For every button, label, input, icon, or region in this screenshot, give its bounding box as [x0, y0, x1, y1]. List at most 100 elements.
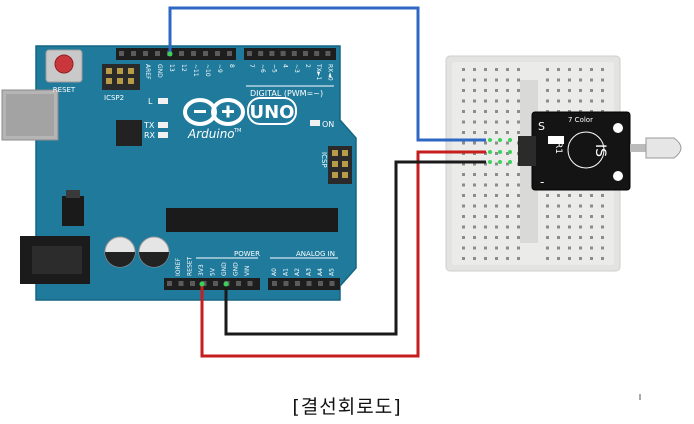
module-mark: IS: [592, 144, 608, 157]
breadboard-hole: [517, 68, 520, 71]
breadboard-hole: [473, 141, 476, 145]
breadboard-hole: [579, 68, 582, 71]
breadboard-hole: [579, 204, 582, 208]
breadboard-hole: [462, 99, 465, 103]
analog-header: [268, 278, 340, 290]
breadboard-hole: [495, 225, 498, 229]
pin-hole: [143, 51, 148, 56]
breadboard-hole: [601, 99, 604, 103]
connection-dot: [498, 138, 502, 142]
breadboard-hole: [506, 225, 509, 229]
breadboard-hole: [557, 246, 560, 250]
digital-label: DIGITAL (PWM=~): [250, 89, 323, 98]
pin-hole: [314, 51, 320, 56]
breadboard-hole: [517, 89, 520, 92]
breadboard-hole: [484, 78, 487, 82]
breadboard-hole: [506, 173, 509, 176]
breadboard-hole: [462, 183, 465, 187]
breadboard-hole: [557, 204, 560, 208]
pin-hole: [258, 51, 264, 56]
breadboard-hole: [462, 225, 465, 229]
analog-pin-label: A3: [306, 268, 313, 276]
digital-pin-label: RX◄0: [326, 64, 333, 81]
breadboard-hole: [557, 99, 560, 103]
wires: [167, 6, 512, 358]
digital-pin-label: 12: [180, 64, 187, 72]
breadboard-hole: [484, 162, 487, 166]
breadboard-hole: [473, 99, 476, 103]
connection-dots: [167, 51, 512, 287]
digital-pin-label: 2: [304, 64, 311, 68]
breadboard-hole: [517, 194, 520, 197]
reset-button[interactable]: [54, 54, 74, 74]
breadboard-hole: [557, 78, 560, 82]
breadboard-hole: [462, 162, 465, 166]
icsp-pin: [332, 172, 338, 178]
breadboard-hole: [590, 246, 593, 250]
pin-hole: [191, 51, 196, 56]
led-on: [310, 120, 320, 126]
pin-hole: [179, 51, 184, 56]
arduino-logo: [183, 98, 245, 126]
breadboard-hole: [484, 183, 487, 187]
breadboard-hole: [462, 131, 465, 134]
breadboard-hole: [484, 204, 487, 208]
breadboard-hole: [462, 204, 465, 208]
pin-hole: [131, 51, 136, 56]
breadboard-hole: [590, 236, 593, 239]
module-ref: R1: [553, 142, 563, 154]
analog-pin-label: A0: [271, 268, 278, 276]
pin-hole: [227, 51, 232, 56]
breadboard-hole: [546, 225, 549, 229]
breadboard-hole: [495, 162, 498, 166]
breadboard-hole: [506, 246, 509, 250]
icsp2-pin: [117, 78, 123, 84]
mounting-hole: [613, 123, 623, 133]
led-on-label: ON: [322, 120, 334, 129]
breadboard-hole: [473, 110, 476, 113]
breadboard-hole: [517, 120, 520, 124]
breadboard-hole: [495, 141, 498, 145]
breadboard-hole: [557, 236, 560, 239]
breadboard-hole: [557, 215, 560, 218]
breadboard-hole: [473, 68, 476, 71]
breadboard-hole: [495, 236, 498, 239]
breadboard-hole: [506, 257, 509, 260]
breadboard-hole: [546, 78, 549, 82]
breadboard-hole: [568, 225, 571, 229]
pin-hole: [272, 281, 277, 286]
breadboard-hole: [462, 257, 465, 260]
breadboard-hole: [517, 183, 520, 187]
digital-header-right: [244, 48, 336, 60]
breadboard-hole: [590, 225, 593, 229]
breadboard-hole: [601, 204, 604, 208]
breadboard-hole: [462, 141, 465, 145]
breadboard-hole: [495, 246, 498, 250]
breadboard-hole: [506, 99, 509, 103]
icsp2-pin: [117, 68, 123, 74]
breadboard-hole: [601, 78, 604, 82]
led-rx: [158, 132, 168, 138]
breadboard-hole: [517, 173, 520, 176]
connection-dot: [199, 281, 205, 287]
breadboard-hole: [590, 257, 593, 260]
breadboard-hole: [495, 78, 498, 82]
breadboard-hole: [517, 131, 520, 134]
digital-pin-label: TX►1: [315, 63, 322, 80]
breadboard-hole: [601, 89, 604, 92]
module-name: 7 Color: [568, 116, 593, 124]
breadboard-hole: [568, 99, 571, 103]
connection-dot: [498, 150, 502, 154]
pin-hole: [213, 281, 218, 286]
led-tx: [158, 122, 168, 128]
pin-hole: [167, 281, 172, 286]
breadboard-hole: [506, 89, 509, 92]
breadboard-hole: [462, 78, 465, 82]
breadboard-hole: [601, 257, 604, 260]
breadboard-hole: [484, 99, 487, 103]
breadboard-hole: [506, 120, 509, 124]
digital-pin-label: ~5: [270, 64, 277, 73]
breadboard-hole: [495, 183, 498, 187]
brand-name: Arduino: [187, 127, 235, 141]
